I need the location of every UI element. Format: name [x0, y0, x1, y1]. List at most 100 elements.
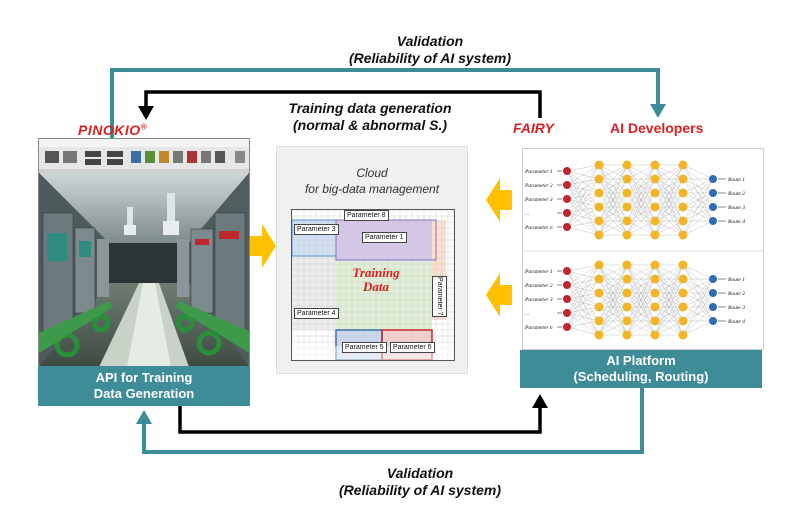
hidden-node [650, 174, 660, 184]
output-label: Route 2 [727, 191, 745, 197]
hidden-node [678, 274, 688, 284]
param-7-label: Parameter 7 [432, 276, 447, 317]
training-gen-label: Training data generation (normal & abnor… [230, 100, 510, 134]
validation-top-line2: (Reliability of AI system) [348, 50, 512, 66]
training-gen-line1: Training data generation [288, 100, 452, 116]
input-node [563, 267, 571, 275]
hidden-node [678, 302, 688, 312]
hidden-node [678, 316, 688, 326]
ai-platform-box: AI Platform (Scheduling, Routing) [520, 350, 762, 388]
validation-bottom-line1: Validation [386, 465, 454, 481]
input-node [563, 295, 571, 303]
input-node [563, 223, 571, 231]
output-label: Route 1 [727, 177, 745, 183]
hidden-node [678, 260, 688, 270]
neural-network-diagrams: Parameter 1 Parameter 2 Parameter 3... Para… [523, 160, 763, 340]
output-node [709, 289, 717, 297]
param-8-label: Parameter 8 [344, 210, 389, 221]
hidden-node [594, 330, 604, 340]
hidden-node [678, 330, 688, 340]
hidden-node [594, 288, 604, 298]
hidden-node [594, 274, 604, 284]
hidden-node [594, 216, 604, 226]
input-label: ... [525, 311, 529, 317]
input-node [563, 195, 571, 203]
neural-network-panel: Parameter 1 Parameter 2 Parameter 3... Para… [522, 148, 764, 350]
output-label: Route 4 [727, 218, 745, 225]
factory-3d-view [39, 173, 249, 367]
hidden-node [622, 160, 632, 170]
param-1-label: Parameter 1 [362, 232, 407, 243]
hidden-node [622, 202, 632, 212]
hidden-node [594, 202, 604, 212]
neural-network-2: Parameter 1 Parameter 2 Parameter 3... Para… [524, 260, 745, 340]
output-label: Route 1 [727, 277, 745, 283]
input-label: Parameter n [524, 325, 553, 331]
hidden-node [594, 230, 604, 240]
hidden-node [678, 174, 688, 184]
output-label: Route 3 [727, 205, 745, 211]
input-label: Parameter 2 [524, 283, 553, 289]
hidden-node [650, 274, 660, 284]
pinokio-label: PINOKIO® [78, 122, 147, 138]
ai-platform-line2: (Scheduling, Routing) [573, 369, 709, 384]
output-node [709, 217, 717, 225]
yellow-arrow-from-nn-1 [486, 178, 512, 222]
bottom-black-arrow [178, 404, 542, 434]
param-4-label: Parameter 4 [294, 308, 339, 319]
hidden-node [650, 188, 660, 198]
hidden-node [622, 302, 632, 312]
hidden-node [594, 316, 604, 326]
simulation-screenshot [38, 138, 250, 368]
hidden-node [650, 230, 660, 240]
hidden-node [622, 188, 632, 198]
input-label: ... [525, 211, 529, 217]
hidden-node [622, 316, 632, 326]
hidden-node [678, 160, 688, 170]
fairy-label: FAIRY [513, 120, 554, 136]
hidden-node [650, 302, 660, 312]
cloud-title-line2: for big-data management [304, 182, 440, 196]
hidden-node [594, 302, 604, 312]
validation-top-arrow [110, 68, 660, 138]
input-node [563, 309, 571, 317]
hidden-node [622, 288, 632, 298]
cloud-title-line1: Cloud [356, 166, 388, 180]
hidden-node [650, 202, 660, 212]
hidden-node [678, 188, 688, 198]
output-node [709, 303, 717, 311]
output-label: Route 4 [727, 318, 745, 325]
hidden-node [594, 174, 604, 184]
hidden-node [594, 160, 604, 170]
hidden-node [622, 330, 632, 340]
toolbar-icons [39, 139, 249, 173]
input-label: Parameter 1 [524, 269, 553, 275]
output-node [709, 275, 717, 283]
input-node [563, 281, 571, 289]
hidden-node [678, 230, 688, 240]
ai-platform-line1: AI Platform [606, 353, 676, 368]
training-gen-line2: (normal & abnormal S.) [292, 117, 448, 133]
param-3-label: Parameter 3 [294, 224, 339, 235]
nn-connections [566, 264, 714, 336]
hidden-node [678, 288, 688, 298]
output-node [709, 189, 717, 197]
hidden-node [622, 274, 632, 284]
cloud-panel: Cloud for big-data management Param [276, 146, 468, 374]
api-box-line1: API for Training [95, 370, 193, 385]
hidden-node [678, 216, 688, 226]
training-data-label: Training Data [346, 266, 406, 294]
hidden-node [650, 330, 660, 340]
input-label: Parameter 3 [524, 297, 553, 303]
cloud-title: Cloud for big-data management [277, 165, 467, 197]
training-gen-arrow [144, 90, 542, 118]
input-node [563, 323, 571, 331]
hidden-node [650, 216, 660, 226]
yellow-arrow-from-nn-2 [486, 273, 512, 317]
hidden-node [622, 174, 632, 184]
hidden-node [622, 216, 632, 226]
validation-top-label: Validation (Reliability of AI system) [300, 33, 560, 67]
hidden-node [678, 202, 688, 212]
hidden-node [650, 316, 660, 326]
output-node [709, 203, 717, 211]
